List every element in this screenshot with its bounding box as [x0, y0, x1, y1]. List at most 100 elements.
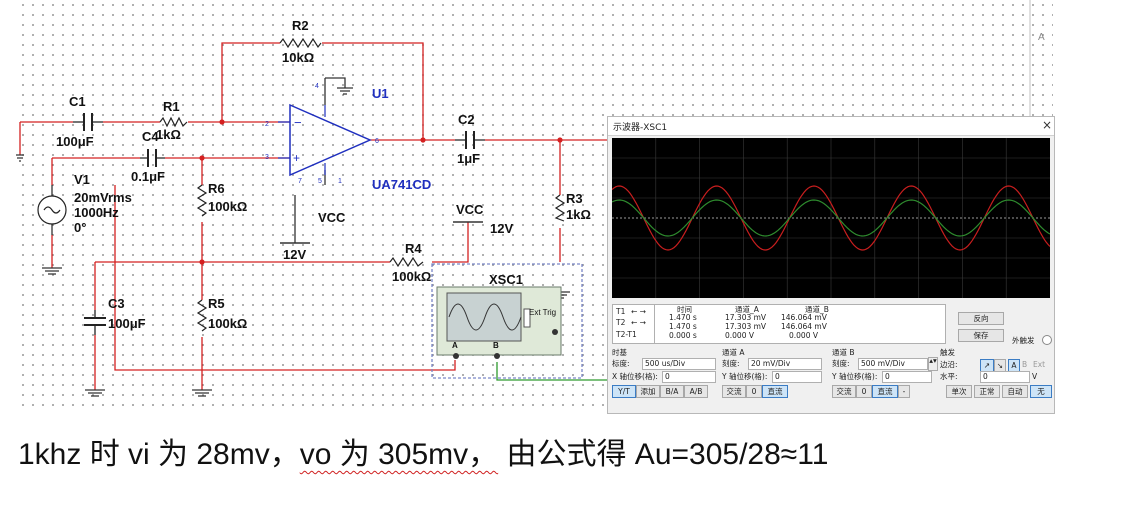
caption-part2: vo 为 305mv，: [299, 438, 499, 471]
resistor-r6: [196, 184, 208, 217]
u1-pin5: 5: [318, 178, 322, 185]
channel-b-ypos-field[interactable]: 0: [882, 371, 932, 383]
channel-a-ypos-field[interactable]: 0: [772, 371, 822, 383]
channel-b-trace: [611, 185, 1051, 251]
row-t2-name: T2: [616, 318, 626, 327]
channel-b-spinner[interactable]: ▴▾: [928, 357, 938, 371]
c1-value: 100μF: [56, 134, 94, 149]
trigger-single-button[interactable]: 单次: [946, 385, 972, 398]
timebase-xpos-field[interactable]: 0: [662, 371, 716, 383]
channel-b-zero-button[interactable]: 0: [856, 385, 872, 398]
cursor-arrows-t1[interactable]: ← →: [631, 307, 646, 316]
u1-pin4: 4: [315, 83, 319, 90]
c2-value: 1μF: [457, 151, 481, 166]
resistor-r1: [159, 116, 188, 128]
r5-ref: R5: [208, 296, 225, 311]
t2-cha: 17.303 mV: [725, 322, 767, 331]
channel-b-scale-label: 刻度:: [832, 359, 850, 368]
trigger-ext-label[interactable]: Ext: [1033, 360, 1046, 369]
channel-b-minus-button[interactable]: -: [898, 385, 910, 398]
vcc-ref: VCC: [456, 202, 484, 217]
r4-ref: R4: [405, 241, 422, 256]
trigger-level-field[interactable]: 0: [980, 371, 1030, 383]
caption-part3: 由公式得 Au=305/28≈11: [498, 438, 829, 471]
col-cha-header: 通道_A: [735, 305, 759, 314]
page-marker: A: [1038, 32, 1045, 43]
channel-b-dc-button[interactable]: 直流: [872, 385, 898, 398]
r3-ref: R3: [566, 191, 583, 206]
t1-chb: 146.064 mV: [781, 313, 827, 322]
diff-cha: 0.000 V: [725, 331, 754, 340]
ground-symbols: [16, 87, 570, 397]
col-time-header: 时间: [677, 305, 692, 314]
channel-b-header: 通道 B: [832, 348, 855, 357]
ext-trigger-radio[interactable]: [1042, 335, 1052, 345]
c2-ref: C2: [458, 112, 475, 127]
ab-mode-button[interactable]: A/B: [684, 385, 708, 398]
capacitor-c4: [147, 149, 157, 167]
scope-display: [611, 138, 1051, 298]
trigger-level-unit: V: [1032, 372, 1038, 381]
resistor-r2: [279, 37, 322, 49]
xsc1-pin-b: B: [493, 341, 499, 350]
r1-value: 1kΩ: [156, 127, 181, 142]
r4-value: 100kΩ: [392, 269, 432, 284]
u1-pin1: 1: [338, 178, 342, 185]
oscilloscope-icon: [436, 286, 562, 359]
t2-chb: 146.064 mV: [781, 322, 827, 331]
xsc1-pin-a: A: [452, 341, 458, 350]
capacitor-c2: [465, 131, 475, 149]
vcc-label: VCC: [318, 210, 346, 225]
scope-titlebar[interactable]: 示波器-XSC1 ×: [608, 117, 1054, 136]
cursor-names: T1 ← → T2 ← → T2-T1: [612, 304, 656, 344]
yt-mode-button[interactable]: Y/T: [612, 385, 636, 398]
r3-value: 1kΩ: [566, 207, 591, 222]
xsc1-ext-trig: Ext Trig: [529, 308, 557, 317]
r2-ref: R2: [292, 18, 309, 33]
oscilloscope-window[interactable]: 示波器-XSC1 × T1 ← → T2 ← → T2-T1 时间 通道_A 通…: [607, 116, 1055, 414]
ba-mode-button[interactable]: B/A: [660, 385, 684, 398]
caption-part1: 1khz 时 vi 为 28mv，: [18, 438, 300, 471]
cursor-arrows-t2[interactable]: ← →: [631, 318, 646, 327]
u1-ref: U1: [372, 86, 389, 101]
vcc-supply-12v: 12V: [283, 247, 307, 262]
channel-a-scale-field[interactable]: 20 mV/Div: [748, 358, 822, 370]
trigger-none-button[interactable]: 无: [1030, 385, 1052, 398]
c4-ref: C4: [142, 129, 159, 144]
channel-b-ac-button[interactable]: 交流: [832, 385, 856, 398]
channel-a-header: 通道 A: [722, 348, 745, 357]
c1-ref: C1: [69, 94, 86, 109]
cursor-readouts: 时间 通道_A 通道_B 1.470 s 17.303 mV 146.064 m…: [654, 304, 946, 344]
timebase-scale-field[interactable]: 500 us/Div: [642, 358, 716, 370]
close-icon[interactable]: ×: [1041, 118, 1052, 132]
channel-b-ypos-label: Y 轴位移(格):: [832, 372, 878, 381]
trigger-b-label[interactable]: B: [1022, 360, 1028, 369]
reverse-button[interactable]: 反向: [958, 312, 1004, 325]
channel-a-dc-button[interactable]: 直流: [762, 385, 788, 398]
diff-time: 0.000 s: [669, 331, 697, 340]
trigger-auto-button[interactable]: 自动: [1002, 385, 1028, 398]
scope-title: 示波器-XSC1: [613, 123, 668, 133]
trigger-edge-label: 边沿:: [940, 360, 958, 369]
opamp-u1: − +: [278, 103, 372, 177]
save-button[interactable]: 保存: [958, 329, 1004, 342]
add-mode-button[interactable]: 添加: [636, 385, 660, 398]
channel-b-scale-field[interactable]: 500 mV/Div: [858, 358, 928, 370]
channel-a-ac-button[interactable]: 交流: [722, 385, 746, 398]
row-t1-name: T1: [616, 307, 626, 316]
u1-pin2: 2: [265, 121, 269, 128]
u1-pin7: 7: [298, 178, 302, 185]
resistor-r3: [554, 194, 566, 222]
trigger-normal-button[interactable]: 正常: [974, 385, 1000, 398]
r6-value: 100kΩ: [208, 199, 248, 214]
trigger-level-label: 水平:: [940, 372, 958, 381]
r2-value: 10kΩ: [282, 50, 315, 65]
xsc1-ref: XSC1: [489, 272, 523, 287]
v1-phase: 0°: [74, 220, 87, 235]
diff-chb: 0.000 V: [789, 331, 818, 340]
scope-waveforms: [611, 138, 1051, 298]
schematic-wires: − +: [16, 0, 1031, 412]
u1-part: UA741CD: [372, 177, 432, 192]
resistor-r5: [196, 299, 208, 332]
channel-a-zero-button[interactable]: 0: [746, 385, 762, 398]
